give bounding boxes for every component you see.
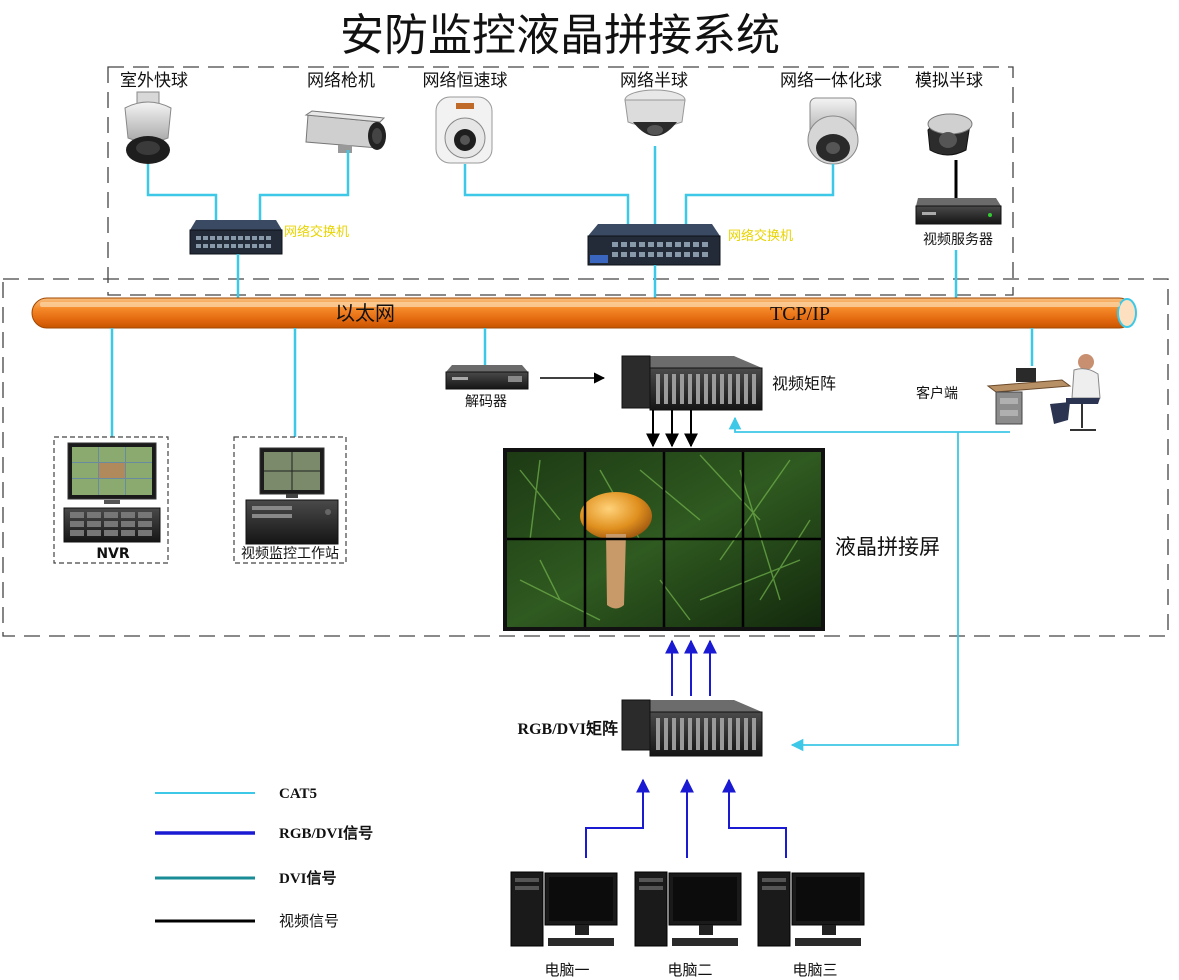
label-network-bullet: 网络枪机: [307, 71, 375, 91]
client-label: 客户端: [916, 385, 958, 402]
mushroom-cap: [580, 492, 652, 540]
label-network-half-dome: 网络半球: [620, 71, 688, 91]
workstation-box: [233, 436, 347, 564]
legend-label-dvi: DVI信号: [279, 869, 337, 887]
video-matrix-label: 视频矩阵: [772, 374, 836, 393]
switch-1-label: 网络交换机: [284, 224, 349, 240]
legend: CAT5 RGB/DVI信号 DVI信号 视频信号: [155, 786, 373, 930]
cat5-camera-links: [146, 146, 835, 228]
network-half-dome-camera: [624, 89, 686, 136]
camera-zone-box: [107, 66, 1014, 296]
legend-label-video: 视频信号: [279, 912, 339, 930]
nvr-box: [53, 436, 169, 564]
mushroom-stem: [606, 534, 626, 609]
label-network-integrated-dome: 网络一体化球: [780, 71, 882, 91]
legend-label-rgb-dvi: RGB/DVI信号: [279, 824, 373, 842]
computer-1-label: 电脑一: [544, 961, 589, 979]
ethernet-bus: [31, 297, 1137, 329]
switch-2-label: 网络交换机: [728, 228, 793, 244]
network-switch-2: [587, 224, 721, 266]
legend-label-cat5: CAT5: [279, 786, 317, 802]
video-matrix: [621, 355, 763, 411]
network-switch-1: [189, 220, 283, 255]
nvr-device: [63, 442, 161, 543]
rgb-signal-arrows-from-pcs: [585, 778, 787, 858]
monitoring-workstation: [245, 447, 339, 545]
lcd-wall-label: 液晶拼接屏: [835, 535, 940, 559]
network-constant-speed-dome-camera: [435, 96, 493, 164]
tcpip-bus-label: TCP/IP: [770, 303, 830, 325]
cat5-client-links: [728, 416, 1010, 752]
cat5-bus-drops-top: [236, 250, 958, 298]
computer-2: [634, 871, 742, 947]
label-outdoor-speed-dome: 室外快球: [120, 71, 188, 91]
ethernet-bus-label: 以太网: [335, 302, 395, 325]
decoder-label: 解码器: [465, 394, 507, 410]
rgb-signal-arrows-to-wall: [665, 639, 717, 696]
label-network-constant-speed-dome: 网络恒速球: [423, 71, 508, 91]
outdoor-speed-dome-camera: [124, 91, 172, 164]
computer-3: [757, 871, 865, 947]
client-workstation: [986, 354, 1101, 431]
network-integrated-dome-camera: [807, 97, 859, 165]
video-server: [915, 198, 1002, 225]
lcd-splicing-wall: [503, 448, 825, 631]
workstation-label: 视频监控工作站: [241, 546, 339, 562]
nvr-label: NVR: [96, 546, 130, 562]
analog-half-dome-camera: [927, 113, 973, 156]
network-bullet-camera: [304, 110, 386, 153]
label-analog-half-dome: 模拟半球: [915, 71, 983, 91]
video-server-label: 视频服务器: [923, 232, 993, 248]
decoder: [445, 365, 529, 390]
computer-3-label: 电脑三: [792, 961, 837, 979]
rgb-matrix-label: RGB/DVI矩阵: [518, 719, 618, 738]
computer-2-label: 电脑二: [667, 961, 712, 979]
core-zone-box: [2, 278, 1169, 637]
diagram-title: 安防监控液晶拼接系统: [340, 11, 780, 60]
cat5-bus-drops-bottom: [110, 328, 1034, 437]
rgb-dvi-matrix: [621, 699, 763, 757]
video-signal-arrows: [646, 410, 698, 448]
computer-1: [510, 871, 618, 947]
